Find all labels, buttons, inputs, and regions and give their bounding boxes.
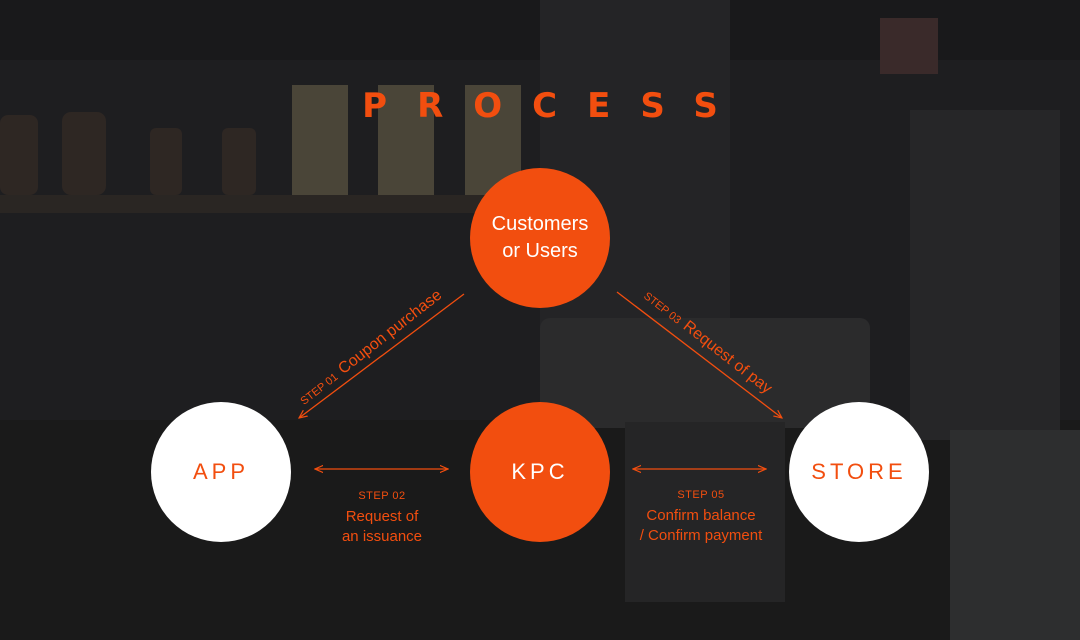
page-title: PROCESS [362,86,748,126]
step-02-text: Request of an issuance [341,508,423,545]
coffee-machine [910,110,1060,440]
node-app-label: APP [192,459,250,484]
step-05-label: STEP 05 Confirm balance / Confirm paymen… [618,489,784,546]
node-customers-label: Customers or Users [491,213,589,262]
node-kpc-label: KPC [511,459,569,484]
counter-sign [625,422,785,602]
utensil-bucket [950,430,1080,640]
step-02-number: STEP 02 [358,490,406,502]
register [540,318,870,428]
step-05-number: STEP 05 [677,489,725,501]
node-store-label: STORE [811,459,907,484]
wall-shelf [0,195,560,213]
node-customers: Customers or Users [470,168,610,308]
arrow-customers-to-store [616,291,782,418]
arrow-customers-to-app [299,293,465,418]
step-02-label: STEP 02 Request of an issuance [300,490,464,547]
jars [0,112,256,195]
wall-sticker [880,18,938,74]
step-05-text: Confirm balance / Confirm payment [639,507,763,544]
node-app: APP [151,402,291,542]
node-kpc: KPC [470,402,610,542]
node-store: STORE [789,402,929,542]
